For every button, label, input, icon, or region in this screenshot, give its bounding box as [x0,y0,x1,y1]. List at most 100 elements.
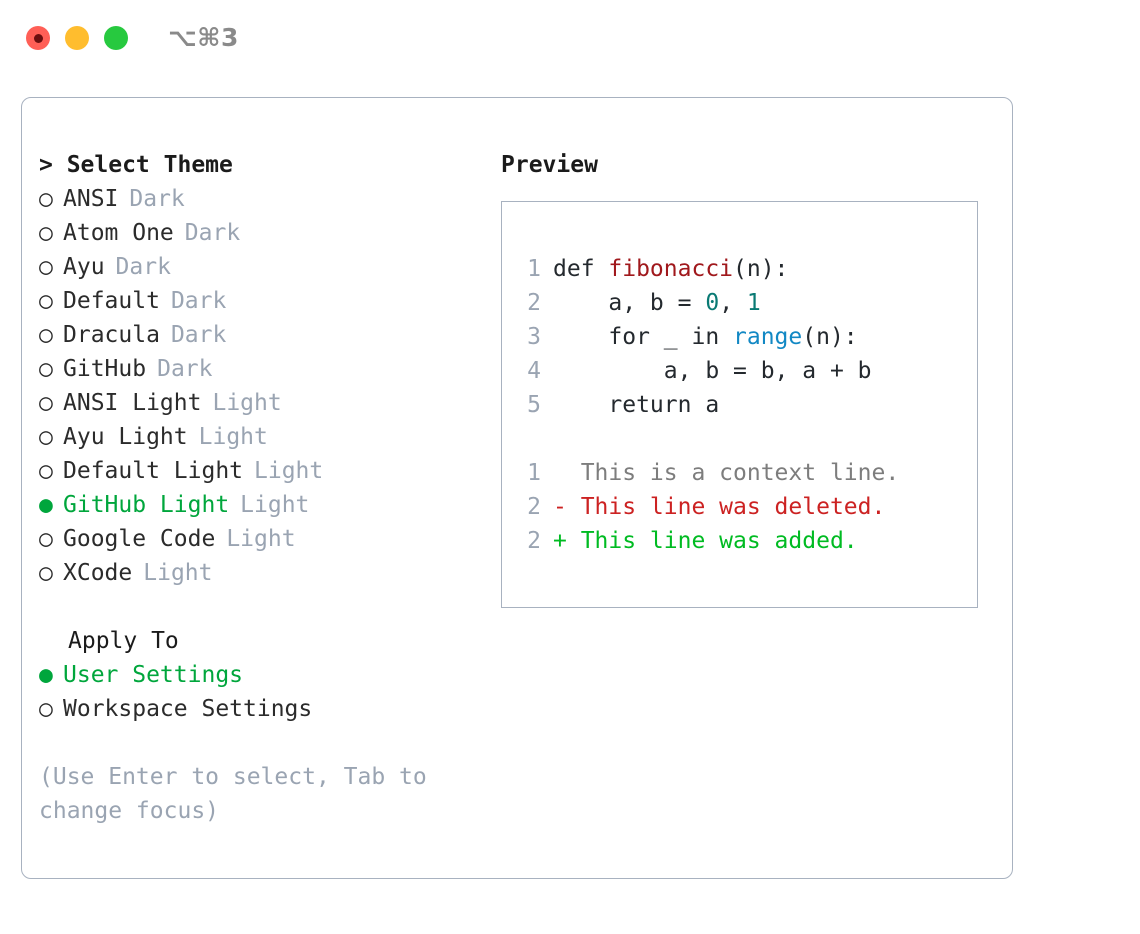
theme-option-variant: Light [240,492,310,518]
theme-option-variant: Light [198,424,268,450]
code-line-text: a, b = b, a + b [553,354,872,388]
theme-option-variant: Dark [157,356,213,382]
theme-option-label: Ayu Light [63,424,188,450]
theme-option-variant: Dark [184,220,241,246]
code-line: 5 return a [516,388,899,422]
line-number: 1 [527,460,541,486]
radio-unselected-icon: ○ [39,288,53,314]
theme-option-variant: Light [254,458,324,484]
zoom-button[interactable] [104,26,128,50]
code-token-plain: a, b = b, a + b [663,358,872,384]
radio-unselected-icon: ○ [39,186,53,212]
help-hint-text: (Use Enter to select, Tab to change focu… [39,764,441,824]
theme-option-github-light[interactable]: ● GitHub Light Light [39,488,489,522]
line-number: 2 [527,528,541,554]
diff-line-ctx: 1 This is a context line. [516,456,899,490]
diff-line-text: + This line was added. [553,528,858,554]
theme-option-variant: Dark [115,254,171,280]
preview-heading: Preview [501,152,598,178]
spacer [39,726,489,760]
minimize-button[interactable] [65,26,89,50]
theme-option-default[interactable]: ○ Default Dark [39,284,489,318]
theme-option-ayu[interactable]: ○ Ayu Dark [39,250,489,284]
diff-line-text: This is a context line. [553,460,900,486]
diff-line-del: 2 - This line was deleted. [516,490,899,524]
theme-option-ayu-light[interactable]: ○ Ayu Light Light [39,420,489,454]
theme-option-variant: Dark [170,288,227,314]
radio-unselected-icon: ○ [39,356,53,382]
line-number: 5 [527,392,541,418]
close-button[interactable] [26,26,50,50]
code-line: 2 a, b = 0, 1 [516,286,899,320]
radio-unselected-icon: ○ [39,322,53,348]
apply-to-option-workspace-settings[interactable]: ○ Workspace Settings [39,692,489,726]
line-number: 3 [527,324,541,350]
code-token-plain: , [719,290,747,316]
radio-unselected-icon: ○ [39,526,53,552]
theme-option-label: ANSI Light [63,390,202,416]
code-token-plain: for _ in [608,324,734,350]
code-token-plain: (n): [802,324,858,350]
theme-option-label: GitHub Light [63,492,230,518]
theme-option-variant: Light [226,526,296,552]
radio-unselected-icon: ○ [39,390,53,416]
code-line-text: return a [553,388,719,422]
code-line: 3 for _ in range(n): [516,320,899,354]
radio-unselected-icon: ○ [39,458,53,484]
theme-option-label: Ayu [63,254,105,280]
line-number: 2 [527,494,541,520]
code-token-plain: return a [608,392,720,418]
code-line: 4 a, b = b, a + b [516,354,899,388]
code-token-plain: a, b = [608,290,706,316]
theme-option-label: Default [63,288,160,314]
line-number: 4 [527,358,541,384]
apply-to-option-label: Workspace Settings [63,696,313,722]
code-token-call: range [733,324,803,350]
code-token-fn: fibonacci [608,256,734,282]
theme-option-label: Dracula [63,322,160,348]
code-token-plain: (n): [733,256,789,282]
apply-to-option-user-settings[interactable]: ● User Settings [39,658,489,692]
radio-unselected-icon: ○ [39,254,53,280]
line-number: 1 [527,256,541,282]
apply-to-heading: Apply To [68,628,179,654]
title-bar: ⌥⌘3 [0,0,1140,78]
radio-selected-icon: ● [39,662,53,688]
diff-line-text: - This line was deleted. [553,494,886,520]
diff-line-add: 2 + This line was added. [516,524,899,558]
code-token-num: 0 [705,290,720,316]
theme-option-atom-one[interactable]: ○ Atom One Dark [39,216,489,250]
select-theme-heading: > Select Theme [39,152,233,178]
apply-to-option-label: User Settings [63,662,244,688]
radio-unselected-icon: ○ [39,220,53,246]
theme-option-label: Atom One [63,220,174,246]
radio-unselected-icon: ○ [39,696,53,722]
theme-option-ansi-light[interactable]: ○ ANSI Light Light [39,386,489,420]
theme-option-default-light[interactable]: ○ Default Light Light [39,454,489,488]
radio-unselected-icon: ○ [39,424,53,450]
theme-option-variant: Dark [129,186,185,212]
theme-option-github[interactable]: ○ GitHub Dark [39,352,489,386]
theme-option-label: Default Light [63,458,244,484]
apply-to-list: ● User Settings ○ Workspace Settings [39,658,489,726]
spacer [516,422,899,456]
line-number: 2 [527,290,541,316]
radio-selected-icon: ● [39,492,53,518]
theme-option-label: GitHub [63,356,147,382]
theme-option-variant: Light [212,390,282,416]
code-line-text: for _ in range(n): [553,320,858,354]
theme-option-label: XCode [63,560,133,586]
theme-option-variant: Light [143,560,213,586]
code-token-plain: def [553,256,609,282]
